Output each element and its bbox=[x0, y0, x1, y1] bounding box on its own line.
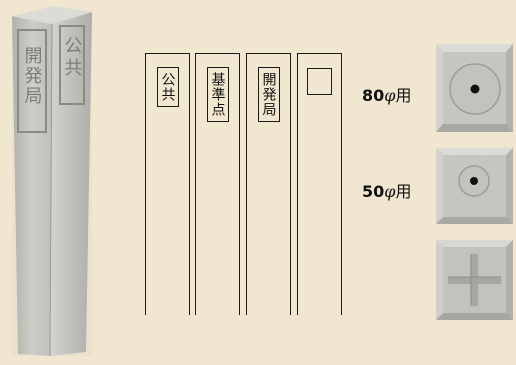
size-suffix-50: 用 bbox=[395, 182, 412, 201]
panel-development-bureau: 開発局 bbox=[246, 53, 291, 315]
size-number-80: 80 bbox=[362, 86, 385, 105]
panel-public: 公共 bbox=[145, 53, 190, 315]
panel-empty-box bbox=[307, 68, 332, 95]
top-face-80-hole-icon bbox=[436, 44, 513, 132]
size-phi-50: φ bbox=[384, 182, 396, 201]
top-face-cross-icon bbox=[436, 240, 513, 320]
top-face-50-hole-icon bbox=[436, 148, 513, 224]
panel-label-public: 公共 bbox=[156, 67, 179, 107]
size-label-50: 50φ用 bbox=[362, 178, 411, 202]
panel-benchmark: 基準点 bbox=[195, 53, 240, 315]
panel-blank bbox=[297, 53, 342, 315]
size-suffix-80: 用 bbox=[395, 86, 412, 105]
post-side-text: 公共 bbox=[62, 36, 83, 80]
concrete-post-illustration: 開発局 公共 bbox=[12, 6, 92, 357]
size-label-80: 80φ用 bbox=[362, 82, 411, 106]
size-number-50: 50 bbox=[362, 182, 385, 201]
concrete-post-photo: 開発局 公共 bbox=[6, 6, 98, 358]
size-phi-80: φ bbox=[384, 86, 396, 105]
panel-label-development-bureau: 開発局 bbox=[257, 67, 280, 122]
post-front-text: 開発局 bbox=[22, 46, 43, 106]
panel-label-benchmark: 基準点 bbox=[206, 67, 229, 122]
